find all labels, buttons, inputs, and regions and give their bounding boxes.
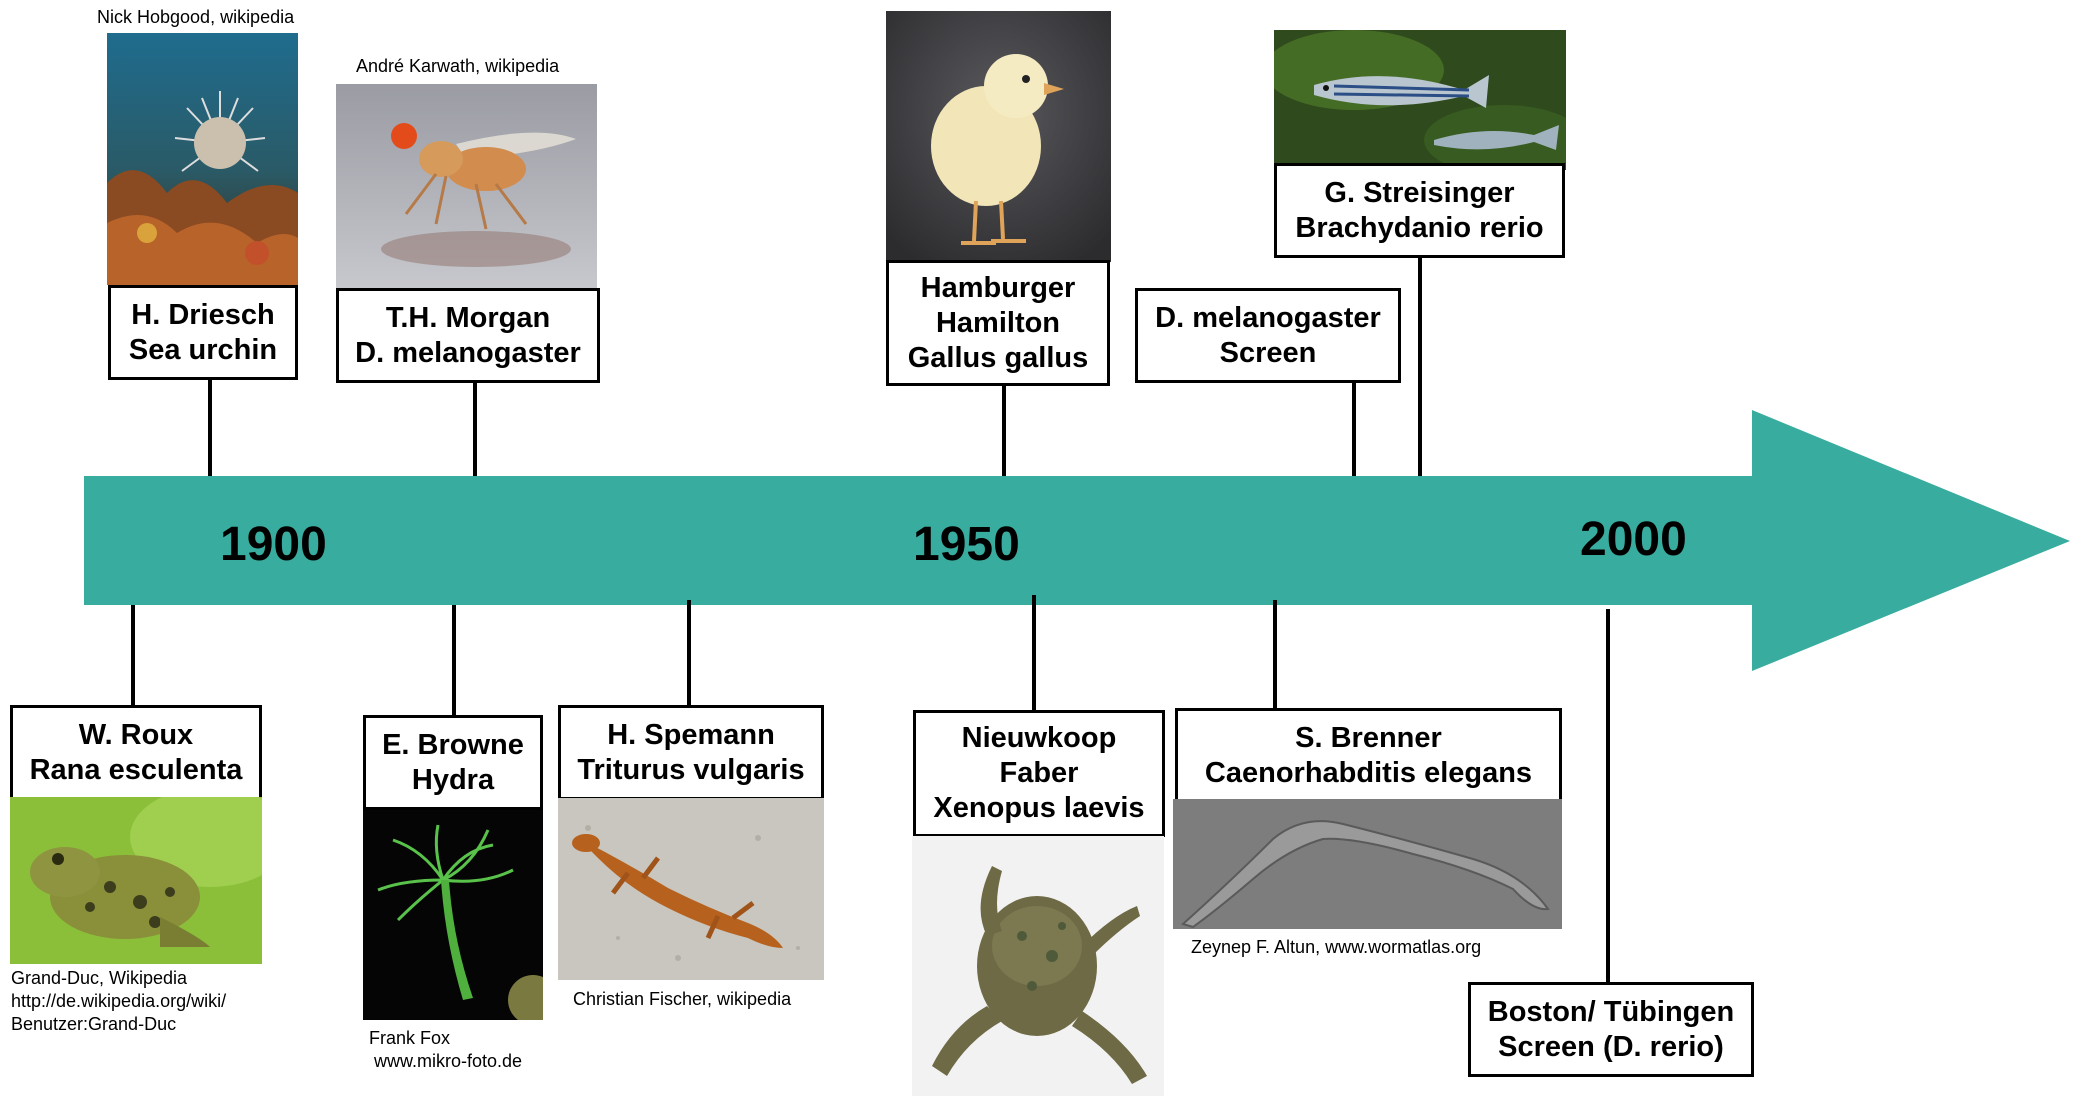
connector-streisinger [1418,256,1422,476]
screen-label: Screen (D. rerio) [1498,1030,1724,1065]
credit-morgan: André Karwath, wikipedia [356,55,559,78]
credit-line: Grand-Duc, Wikipedia [11,967,226,990]
organism-name: D. melanogaster [355,336,581,371]
connector-driesch [208,376,212,476]
credit-spemann: Christian Fischer, wikipedia [573,988,791,1011]
scientist-name: T.H. Morgan [386,301,550,336]
year-2000: 2000 [1580,516,1687,564]
connector-boston [1606,609,1610,985]
organism-name: Rana esculenta [30,753,243,788]
connector-morgan [473,380,477,476]
credit-line: Frank Fox [369,1027,522,1050]
connector-hamburger [1002,383,1006,476]
credit-brenner: Zeynep F. Altun, www.wormatlas.org [1191,936,1481,959]
scientist-name: Nieuwkoop [962,721,1117,756]
scientist-name: W. Roux [79,718,193,753]
connector-spemann [687,600,691,705]
connector-nieuwkoop [1032,595,1036,710]
label-hamburger: Hamburger Hamilton Gallus gallus [886,260,1110,386]
scientist-name: H. Driesch [131,298,274,333]
label-roux: W. Roux Rana esculenta [10,705,262,800]
connector-roux [131,605,135,705]
screen-label: Screen [1220,336,1317,371]
label-dmel-screen: D. melanogaster Screen [1135,288,1401,383]
year-1950: 1950 [913,521,1020,569]
newt-photo [558,798,824,980]
credit-roux: Grand-Duc, Wikipedia http://de.wikipedia… [11,967,226,1036]
sea-urchin-photo [107,33,298,285]
label-browne: E. Browne Hydra [363,715,543,810]
scientist-name: G. Streisinger [1324,176,1514,211]
frog-photo [10,797,262,964]
scientist-name: S. Brenner [1295,721,1442,756]
organism-name: Hydra [412,763,494,798]
credit-line: Benutzer:Grand-Duc [11,1013,226,1036]
year-1900: 1900 [220,521,327,569]
credit-line: www.mikro-foto.de [369,1050,522,1073]
xenopus-photo [912,836,1164,1096]
label-nieuwkoop: Nieuwkoop Faber Xenopus laevis [913,710,1165,837]
credit-browne: Frank Fox www.mikro-foto.de [369,1027,522,1073]
organism-name: Sea urchin [129,333,277,368]
zebrafish-photo [1274,30,1566,170]
chick-photo [886,11,1111,262]
scientist-name: Hamilton [936,306,1060,341]
organism-name: D. melanogaster [1155,301,1381,336]
scientist-name: Hamburger [921,271,1076,306]
credit-line: http://de.wikipedia.org/wiki/ [11,990,226,1013]
scientist-name: H. Spemann [607,718,775,753]
label-boston-tuebingen: Boston/ Tübingen Screen (D. rerio) [1468,982,1754,1077]
label-streisinger: G. Streisinger Brachydanio rerio [1274,163,1565,258]
organism-name: Xenopus laevis [933,791,1144,826]
c-elegans-photo [1173,799,1562,929]
organism-name: Triturus vulgaris [577,753,804,788]
scientist-name: Faber [1000,756,1079,791]
label-driesch: H. Driesch Sea urchin [108,285,298,380]
hydra-photo [363,810,543,1020]
connector-browne [452,605,456,715]
label-spemann: H. Spemann Triturus vulgaris [558,705,824,800]
organism-name: Brachydanio rerio [1295,211,1543,246]
scientist-name: E. Browne [382,728,524,763]
credit-driesch: Nick Hobgood, wikipedia [97,6,294,29]
label-brenner: S. Brenner Caenorhabditis elegans [1175,708,1562,803]
organism-name: Gallus gallus [908,341,1089,376]
organism-name: Caenorhabditis elegans [1205,756,1532,791]
connector-brenner [1273,600,1277,708]
screen-label: Boston/ Tübingen [1488,995,1734,1030]
connector-dmel-screen [1352,380,1356,476]
fruit-fly-photo [336,84,597,288]
label-morgan: T.H. Morgan D. melanogaster [336,288,600,383]
